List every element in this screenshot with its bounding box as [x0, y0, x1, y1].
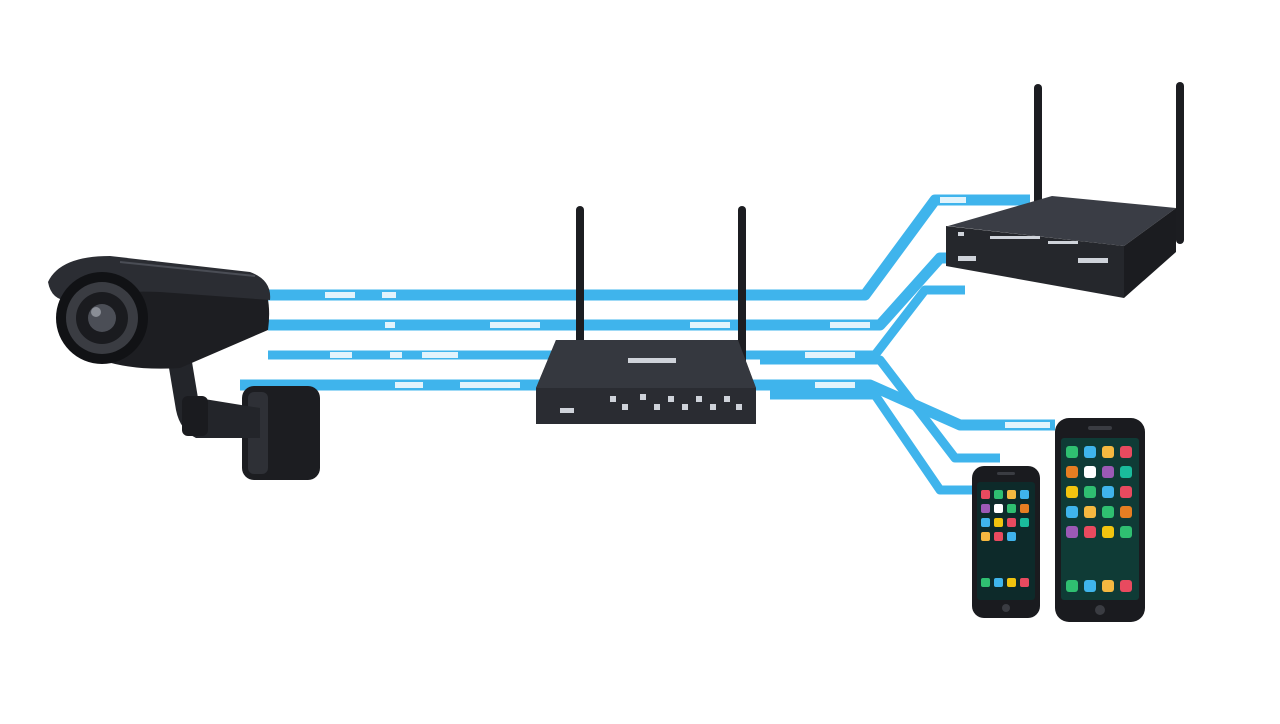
smartphone-small-icon [972, 466, 1040, 618]
nvr-icon [946, 82, 1184, 298]
link-router-to-phones-3 [770, 390, 1000, 495]
router-antenna-left [576, 206, 584, 366]
nvr-body [946, 226, 1124, 298]
link-router-to-phones-2 [760, 355, 1000, 463]
nvr-antenna-left [1034, 84, 1042, 208]
phone-large-screen [1061, 438, 1139, 600]
line-markings [325, 197, 1050, 428]
smartphone-large-icon [1055, 418, 1145, 622]
security-camera-icon [48, 256, 320, 480]
nvr-antenna-right [1176, 82, 1184, 244]
phone-large-apps [1066, 446, 1132, 592]
link-camera-to-nvr [268, 194, 1030, 301]
router-antenna-right [738, 206, 746, 366]
router-ports [560, 394, 742, 413]
phone-small-apps [981, 490, 1029, 587]
nvr-ports [958, 232, 1108, 263]
wifi-router-icon [536, 206, 756, 424]
